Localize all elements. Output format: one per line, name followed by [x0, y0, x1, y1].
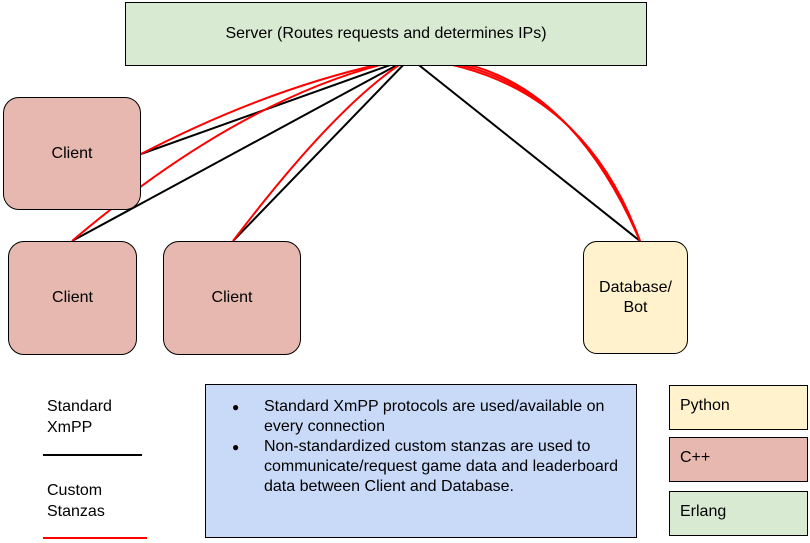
client-box: Client	[3, 97, 141, 210]
server-box: Server (Routes requests and determines I…	[125, 2, 647, 66]
stanza-line-client3	[232, 56, 641, 242]
client-label: Client	[52, 289, 93, 306]
note-item: Standard XmPP protocols are used/availab…	[216, 397, 624, 437]
stanza-line-client1	[140, 56, 641, 242]
xmpp-line-database	[409, 57, 641, 242]
stanza-line-client2	[71, 56, 641, 242]
database-label-line2: Bot	[623, 298, 648, 316]
language-key-cpp: C++	[669, 437, 808, 482]
legend-standard-xmpp: Standard XmPP	[47, 396, 157, 438]
legend-custom-stanzas: Custom Stanzas	[47, 480, 157, 522]
notes-box: Standard XmPP protocols are used/availab…	[205, 384, 637, 538]
client-box: Client	[163, 241, 301, 355]
language-key-erlang: Erlang	[669, 491, 808, 536]
xmpp-line-client1	[140, 57, 411, 155]
xmpp-line-client3	[232, 57, 411, 242]
client-box: Client	[8, 241, 137, 355]
legend-standard-line1: Standard	[47, 398, 112, 415]
server-label: Server (Routes requests and determines I…	[225, 25, 547, 42]
language-key-python: Python	[669, 385, 808, 430]
note-item: Non-standardized custom stanzas are used…	[216, 437, 624, 497]
client-label: Client	[51, 144, 93, 162]
database-bot-box: Database/ Bot	[583, 241, 688, 354]
client-label: Client	[211, 289, 253, 306]
legend-custom-line2: Stanzas	[47, 503, 105, 520]
database-label-line1: Database/	[599, 278, 672, 296]
legend-custom-line1: Custom	[47, 482, 103, 499]
xmpp-line-client2	[71, 57, 411, 242]
legend-standard-line2: XmPP	[47, 419, 93, 436]
